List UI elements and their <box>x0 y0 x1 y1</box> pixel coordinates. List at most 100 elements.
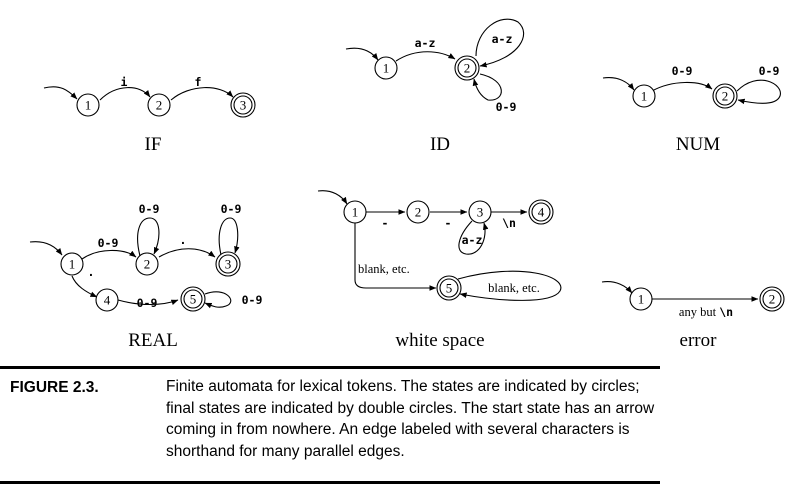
if-state-3-label: 3 <box>240 98 247 113</box>
real-loop-label-3: 0-9 <box>221 202 242 216</box>
ws-state-5-label: 5 <box>446 281 453 296</box>
id-loop-09 <box>472 73 502 101</box>
real-edge-1-2 <box>81 249 137 260</box>
real-loop-5 <box>204 291 232 309</box>
real-edge-1-4 <box>71 275 98 298</box>
id-title: ID <box>430 134 450 155</box>
real-loop-label-5: 0-9 <box>242 293 263 307</box>
if-edge-label-i: i <box>121 75 128 89</box>
error-edge-label: any but \n <box>679 305 733 319</box>
ws-state-2 <box>406 200 430 224</box>
real-state-1-label: 1 <box>69 257 76 272</box>
id-state-2-inner <box>457 58 477 78</box>
ws-loop-5 <box>457 270 562 301</box>
real-edge-4-5 <box>117 299 179 306</box>
num-state-2-inner <box>715 86 735 106</box>
if-title: IF <box>145 134 162 155</box>
real-state-5-label: 5 <box>190 292 197 307</box>
ws-edge-label-2-3: - <box>445 216 452 230</box>
ws-edge-1-5 <box>354 223 437 291</box>
ws-state-1 <box>343 200 367 224</box>
if-edge-1-2 <box>99 87 151 101</box>
ws-state-2-label: 2 <box>415 205 422 220</box>
num-state-1-label: 1 <box>641 89 648 104</box>
real-loop-label-2: 0-9 <box>139 202 160 216</box>
real-start-arrow <box>29 241 63 256</box>
error-title: error <box>680 330 718 351</box>
caption-label: FIGURE 2.3. <box>10 379 99 396</box>
error-edge-label-code: \n <box>719 305 733 319</box>
real-edge-2-3 <box>158 248 216 258</box>
ws-loop-label-3: a-z <box>462 233 483 247</box>
if-state-1-label: 1 <box>85 98 92 113</box>
ws-loop-3 <box>458 220 489 255</box>
real-loop-2 <box>137 217 160 257</box>
if-start-arrow <box>43 86 78 100</box>
real-edge-label-2-3: . <box>180 233 187 247</box>
num-edge-1-2 <box>651 81 713 92</box>
real-automaton: 1 2 3 4 5 0-9 0-9 . 0-9 . 0-9 0-9 REAL <box>29 202 263 351</box>
real-state-2 <box>135 252 159 276</box>
ws-loop-label-5: blank, etc. <box>488 281 540 295</box>
ws-edge-label-1-2: - <box>382 216 389 230</box>
id-state-1-label: 1 <box>383 61 390 76</box>
real-state-3-label: 3 <box>225 257 232 272</box>
real-edge-label-4-5: 0-9 <box>137 296 158 310</box>
error-start-arrow <box>601 281 633 294</box>
error-state-2-inner <box>762 289 782 309</box>
real-edge-label-1-4: . <box>88 265 95 279</box>
num-automaton: 1 2 0-9 0-9 NUM <box>602 64 781 155</box>
real-state-1 <box>60 252 84 276</box>
if-edge-2-3 <box>170 87 234 101</box>
id-state-2-label: 2 <box>464 61 471 76</box>
num-loop-label-09: 0-9 <box>759 64 780 78</box>
ws-edge-label-1-5: blank, etc. <box>358 262 410 276</box>
id-loop-az <box>475 18 525 68</box>
num-start-arrow <box>602 77 635 91</box>
error-edge-label-text: any but <box>679 305 719 319</box>
if-state-1 <box>76 93 100 117</box>
ws-state-4-inner <box>531 202 551 222</box>
caption-bottom-rule <box>0 481 660 484</box>
id-start-arrow <box>345 47 379 61</box>
if-automaton: 1 2 3 i f IF <box>43 75 256 155</box>
real-edge-label-1-2: 0-9 <box>98 236 119 250</box>
if-state-3-inner <box>233 95 253 115</box>
real-title: REAL <box>128 330 178 351</box>
id-edge-1-2 <box>395 51 456 62</box>
error-state-1-label: 1 <box>638 292 645 307</box>
whitespace-automaton: 1 2 3 4 5 - - \n a-z blank, etc. blank, … <box>317 190 562 351</box>
whitespace-title: white space <box>395 330 484 351</box>
caption-top-rule <box>0 366 660 369</box>
num-title: NUM <box>676 134 720 155</box>
error-state-1 <box>629 287 653 311</box>
num-state-1 <box>632 84 656 108</box>
id-automaton: 1 2 a-z a-z 0-9 ID <box>345 18 525 155</box>
num-loop-09 <box>736 79 781 105</box>
real-state-4 <box>95 288 119 312</box>
real-state-5-inner <box>183 289 203 309</box>
id-state-1 <box>374 56 398 80</box>
ws-state-3-label: 3 <box>477 205 484 220</box>
ws-edge-label-3-4: \n <box>502 216 516 230</box>
ws-start-arrow <box>317 190 348 205</box>
error-automaton: 1 2 any but \n error <box>601 281 785 351</box>
real-state-4-label: 4 <box>104 293 111 308</box>
ws-state-3 <box>468 200 492 224</box>
real-state-2-label: 2 <box>144 257 151 272</box>
id-loop-label-09: 0-9 <box>496 100 517 114</box>
caption-text: Finite automata for lexical tokens. The … <box>166 378 655 460</box>
real-loop-3 <box>218 217 240 256</box>
id-loop-label-az: a-z <box>492 32 513 46</box>
num-edge-label-09: 0-9 <box>672 64 693 78</box>
ws-state-4-label: 4 <box>538 205 545 220</box>
num-state-2-label: 2 <box>722 89 729 104</box>
if-edge-label-f: f <box>195 75 202 89</box>
ws-state-5-inner <box>439 278 459 298</box>
real-state-3-inner <box>218 254 238 274</box>
ws-state-1-label: 1 <box>352 205 359 220</box>
error-state-2-label: 2 <box>769 292 776 307</box>
if-state-2 <box>147 93 171 117</box>
if-state-2-label: 2 <box>156 98 163 113</box>
